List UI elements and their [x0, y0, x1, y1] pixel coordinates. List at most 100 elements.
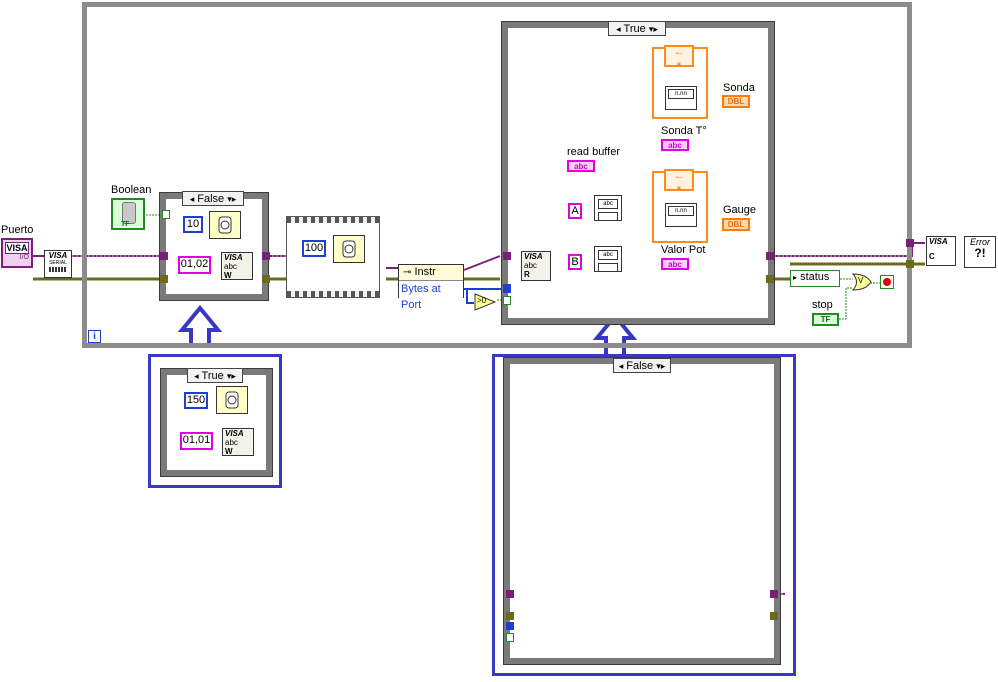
case-selector-terminal [162, 210, 170, 219]
match-a-constant[interactable]: A [568, 203, 582, 219]
selector-dropdown-icon[interactable]: ▾▸ [227, 194, 237, 204]
or-text: V [858, 276, 864, 285]
visa-write-text: VISA [225, 429, 244, 438]
error-question-icon: ?! [974, 246, 986, 260]
selector-dropdown-icon[interactable]: ▾▸ [648, 24, 658, 34]
match-pattern-node-b[interactable]: abc [594, 246, 622, 272]
selector-left-arrow-icon[interactable]: ◂ [194, 371, 199, 381]
puerto-visa-control[interactable]: VISA I/O [1, 238, 33, 268]
visa-write-text: VISA [224, 253, 243, 262]
visa-write-w: W [225, 447, 233, 456]
status-text: status [800, 271, 830, 283]
visa-read-text: VISA [524, 252, 543, 261]
visa-close-c: C [929, 252, 935, 261]
tunnel-error-out [262, 275, 270, 283]
selector-value: False [197, 193, 225, 205]
tunnel-visa-out-main [766, 252, 774, 260]
triangle-compare-icon [474, 293, 496, 311]
case-selector-true-main[interactable]: ◂ True ▾▸ [608, 21, 666, 36]
error-handler-node[interactable]: Error ?! [964, 236, 996, 268]
boolean-toggle-control[interactable]: TF [111, 198, 145, 230]
tunnel-visa-in-main [503, 252, 511, 260]
valor-pot-label: Valor Pot [661, 244, 706, 256]
case-selector-true-small[interactable]: ◂ True ▾▸ [187, 368, 243, 383]
tunnel-error-out-false [770, 612, 778, 620]
tunnel-visa-loop-out [906, 239, 914, 247]
tunnel-error-in [160, 275, 168, 283]
watch-icon [225, 391, 239, 409]
selector-value: True [201, 370, 224, 382]
selector-left-arrow-icon[interactable]: ◂ [189, 194, 195, 204]
write-string-constant[interactable]: 01,02 [178, 256, 211, 274]
visa-close-text: VISA [929, 237, 948, 246]
tunnel-error-loop-out [906, 260, 914, 268]
loop-iteration-terminal: i [88, 330, 101, 343]
or-gate-node[interactable]: V [852, 273, 872, 291]
case-false-large [503, 357, 781, 665]
visa-write-w: W [224, 271, 232, 280]
property-node-bytes-at-port[interactable]: ⊸ Instr Bytes at Port [398, 264, 464, 313]
tunnel-error-out-main [766, 275, 774, 283]
compare-text: >0 [477, 296, 487, 305]
visa-write-abc: abc [224, 262, 237, 271]
watch-icon [342, 240, 356, 258]
match-pattern-node-a[interactable]: abc [594, 195, 622, 221]
shift-register-node-lower[interactable]: ←⋇ [664, 169, 694, 192]
loop-condition-stop-icon[interactable] [880, 275, 894, 289]
callout-box-false-large [492, 354, 796, 676]
selector-left-arrow-icon[interactable]: ◂ [616, 24, 621, 34]
visa-read-r: R [524, 270, 530, 279]
wait-ms-node-callout[interactable] [216, 386, 248, 414]
visa-tag: VISA [5, 242, 29, 254]
wait-ms-constant-callout[interactable]: 150 [184, 392, 208, 409]
case-selector-terminal-bool [503, 296, 511, 305]
write-string-constant-callout[interactable]: 01,01 [180, 432, 213, 450]
unbundle-status-node[interactable]: ▸ status [790, 270, 840, 287]
error-text: Error [970, 237, 990, 247]
or-gate-icon [852, 273, 872, 291]
sonda-label: Sonda [723, 82, 755, 94]
callout-box-true-small [148, 354, 282, 488]
match-pattern-icon: abc [598, 250, 618, 260]
stop-control[interactable]: TF [812, 313, 839, 326]
wait-ms-constant[interactable]: 10 [183, 216, 203, 233]
match-b-constant[interactable]: B [568, 254, 582, 270]
case-true-main [501, 21, 775, 325]
scan-from-string-node-lower[interactable]: n.nn [665, 203, 697, 227]
tunnel-visa-out [262, 252, 270, 260]
selector-dropdown-icon[interactable]: ▾▸ [226, 371, 236, 381]
sequence-wait-node[interactable] [333, 235, 365, 263]
key-icon: ⊸ [403, 267, 412, 278]
case-selector-false-small[interactable]: ◂ False ▾▸ [182, 191, 244, 206]
tunnel-visa-in [160, 252, 168, 260]
shift-register-node-upper[interactable]: ←⋇ [664, 45, 694, 68]
match-pattern-icon-b [598, 212, 618, 221]
selector-dropdown-icon[interactable]: ▾▸ [656, 361, 666, 371]
toggle-switch-icon [122, 202, 136, 224]
case-selector-terminal [503, 284, 511, 293]
tunnel-visa-out-false [770, 590, 778, 598]
io-tag: I/O [19, 254, 29, 261]
match-pattern-icon: abc [598, 199, 618, 209]
visa-write-node-callout[interactable]: VISA abc W [222, 428, 254, 456]
scan-from-string-node-upper[interactable]: n.nn [665, 86, 697, 110]
case-selector-false-large[interactable]: ◂ False ▾▸ [613, 358, 671, 373]
visa-close-node[interactable]: VISA C [926, 236, 956, 266]
visa-write-node[interactable]: VISA abc W [221, 252, 253, 280]
while-loop [82, 2, 912, 348]
stop-label: stop [812, 299, 833, 311]
serial-port-icon [49, 267, 67, 272]
wait-ms-node[interactable] [209, 211, 241, 239]
selector-value: True [623, 23, 646, 35]
visa-configure-serial-node[interactable]: VISA SERIAL [44, 250, 72, 278]
greater-than-zero-node[interactable]: >0 [474, 293, 496, 311]
property-item-row[interactable]: Bytes at Port [399, 281, 463, 313]
unbundle-arrow-icon: ▸ [793, 273, 798, 282]
sequence-bottom-film [287, 291, 379, 297]
selector-left-arrow-icon[interactable]: ◂ [618, 361, 624, 371]
visa-read-node[interactable]: VISA abc R [521, 251, 551, 281]
sequence-wait-constant[interactable]: 100 [302, 240, 326, 257]
case-false-small [159, 192, 269, 301]
sequence-top-film [287, 217, 379, 223]
puerto-label: Puerto [1, 224, 34, 236]
